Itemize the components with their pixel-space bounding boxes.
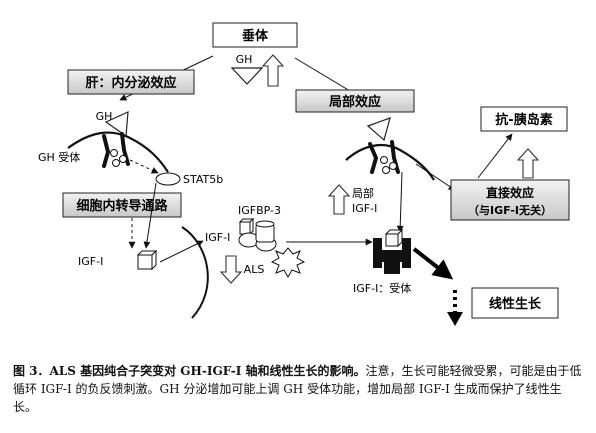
igf1-left-label: IGF-I [78,255,103,268]
svg-text:（与IGF-I无关）: （与IGF-I无关） [468,203,552,217]
igfbp3-label: IGFBP-3 [238,204,281,217]
pituitary-box: 垂体 [212,22,298,48]
igf1-cube-icon [136,249,158,271]
local-igf1-line2: IGF-I [352,202,377,215]
direct-effect-box: 直接效应 （与IGF-I无关） [450,179,570,221]
bold-arrow-to-growth [412,247,454,280]
als-label: ALS [244,263,265,276]
igf1-receptor-label: IGF-I：受体 [353,281,411,295]
hollow-up-arrow-icon [261,54,285,87]
gh-label-left: GH [96,110,113,123]
stat5b-label: STAT5b [183,173,223,186]
local-effect-box: 局部效应 [295,89,415,113]
caption-body: 注意，生长可能轻微受累，可能是由于低循环 IGF-I 的负反馈刺激。GH 分泌增… [13,364,582,414]
gh-label-top: GH [236,53,253,66]
hollow-down-arrow-icon [219,255,243,284]
svg-text:线性生长: 线性生长 [489,296,542,312]
down-arrowhead-icon [447,312,463,326]
caption-figure-number: 图 3． [13,364,50,378]
als-starburst-icon [270,247,306,279]
stat5b-icon [155,172,181,186]
intracellular-signal-box: 细胞内转导通路 [62,192,182,218]
arrow-igf1-to-complex [159,240,204,263]
anti-insulin-box: 抗-胰岛素 [480,106,568,132]
local-igf1-line1: 局部 [352,186,374,200]
gh-receptor-label: GH 受体 [38,150,80,164]
figure-caption: 图 3．ALS 基因纯合子突变对 GH-IGF-I 轴和线性生长的影响。注意，生… [13,362,585,416]
gh-receptor-right-icon [345,140,435,181]
hollow-up-arrow-icon [327,184,351,215]
igf1-mid-label: IGF-I [205,231,230,244]
svg-text:局部效应: 局部效应 [329,94,381,110]
caption-title: ALS 基因纯合子突变对 GH-IGF-I 轴和线性生长的影响。 [49,364,366,378]
gh-triangle-icon [230,67,264,85]
als-gh-igf1-axis-diagram: 垂体 GH 肝：内分泌效应 局部效应 抗-胰岛素 GH GH 受体 STAT5b [38,22,570,326]
svg-text:抗-胰岛素: 抗-胰岛素 [495,112,552,128]
gh-triangle-icon [366,117,391,142]
hollow-up-arrow-icon [516,148,540,179]
arrow-to-stat5b [129,159,159,174]
arrow-stat5b-to-igf1 [143,182,157,249]
arrow-receptor-to-igf1-receptor [396,171,404,233]
svg-text:直接效应: 直接效应 [486,185,534,200]
arrow-direct-to-anti-insulin [477,133,513,179]
linear-growth-box: 线性生长 [471,287,559,319]
igfbp3-complex-icon [238,217,277,252]
svg-text:肝：内分泌效应: 肝：内分泌效应 [85,75,176,91]
arrow-receptor-to-direct-effect [415,163,456,191]
gh-receptor-left-icon [67,131,169,173]
svg-text:垂体: 垂体 [242,28,269,44]
gh-triangle-icon [104,111,129,138]
svg-text:细胞内转导通路: 细胞内转导通路 [76,198,168,214]
liver-endocrine-box: 肝：内分泌效应 [67,69,195,95]
igf1-receptor-icon [373,228,411,274]
cell-membrane-curve [181,226,209,319]
